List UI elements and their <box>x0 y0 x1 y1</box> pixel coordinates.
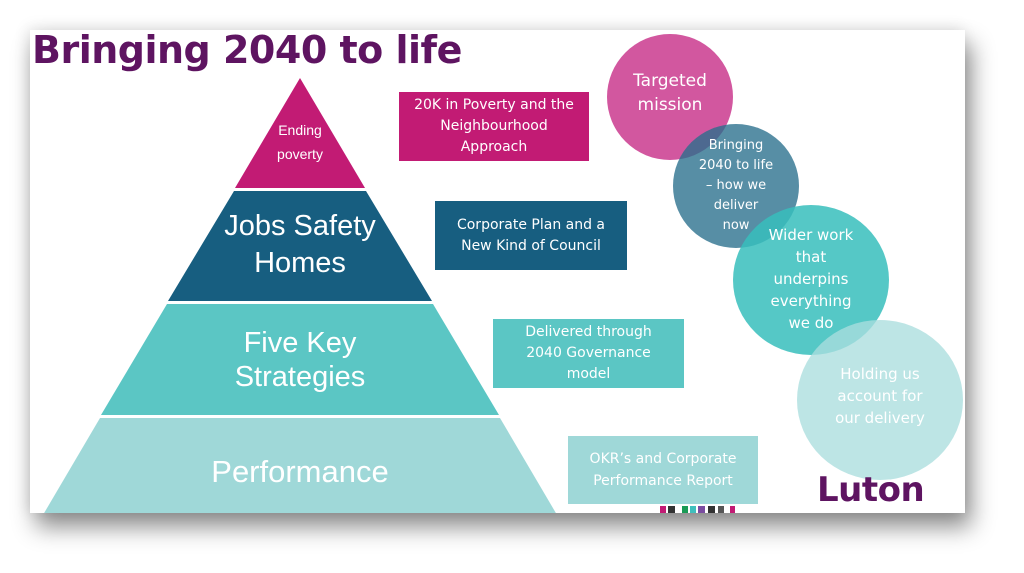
circle-line: deliver <box>713 198 759 213</box>
circle-line: that <box>795 248 827 266</box>
box-poverty-neighbourhood: 20K in Poverty and the Neighbourhood App… <box>399 92 589 161</box>
circle-holding-us-account: Holding us account for our delivery <box>797 320 963 480</box>
box-line: 2040 Governance <box>526 345 651 361</box>
pyramid-layer-ending-poverty <box>235 78 365 188</box>
circle-line: 2040 to life <box>698 158 774 173</box>
box-line: New Kind of Council <box>461 237 601 254</box>
box-line: Approach <box>460 139 528 155</box>
box-line: OKR’s and Corporate <box>589 451 737 467</box>
circle-line: underpins <box>773 270 849 288</box>
circle-line: Holding us <box>840 365 920 383</box>
pyramid-label-ending-poverty: Ending poverty <box>260 118 340 166</box>
label-line: Homes <box>254 247 346 279</box>
label-line: Performance <box>211 454 389 489</box>
slide: Bringing 2040 to life Ending poverty Job… <box>30 30 965 513</box>
circle-line: Wider work <box>768 226 854 244</box>
slide-title: Bringing 2040 to life <box>32 30 462 72</box>
box-line: Delivered through <box>525 324 652 340</box>
pyramid-layer-five-key-strategies <box>101 304 499 415</box>
pyramid-label-jobs-safety-homes: Jobs Safety Homes <box>190 208 410 282</box>
box-line: Neighbourhood <box>440 118 548 134</box>
box-line: Performance Report <box>593 473 733 489</box>
box-okr-performance-report: OKR’s and Corporate Performance Report <box>568 436 758 504</box>
circle-line: mission <box>637 95 703 115</box>
circle-line: now <box>722 218 750 233</box>
label-line: Five Key <box>243 327 357 359</box>
pyramid-layer-jobs-safety-homes <box>168 191 432 301</box>
2040-logo-partial <box>660 506 735 513</box>
circle-line: account for <box>837 387 923 405</box>
box-line: 20K in Poverty and the <box>414 97 574 113</box>
luton-logo: Luton <box>817 470 925 510</box>
pyramid-label-performance: Performance <box>150 454 450 490</box>
circle-line: Targeted <box>633 71 707 91</box>
box-corporate-plan: Corporate Plan and a New Kind of Council <box>435 201 627 270</box>
pyramid-layer-performance <box>44 418 556 513</box>
label-line: Strategies <box>234 361 366 393</box>
label-line: Jobs Safety <box>224 210 376 242</box>
box-governance-model: Delivered through 2040 Governance model <box>493 319 684 388</box>
circle-line: – how we <box>705 178 767 193</box>
label-line: Ending <box>278 122 322 138</box>
circle-line: everything <box>770 292 852 310</box>
pyramid-label-five-key-strategies: Five Key Strategies <box>180 326 420 394</box>
box-line: model <box>566 366 611 382</box>
circle-line: Bringing <box>708 138 764 153</box>
box-line: Corporate Plan and a <box>456 216 606 233</box>
circle-line: our delivery <box>835 409 925 427</box>
circle-line: we do <box>788 314 834 332</box>
pyramid-diagram <box>44 78 556 513</box>
label-line: poverty <box>277 146 323 162</box>
